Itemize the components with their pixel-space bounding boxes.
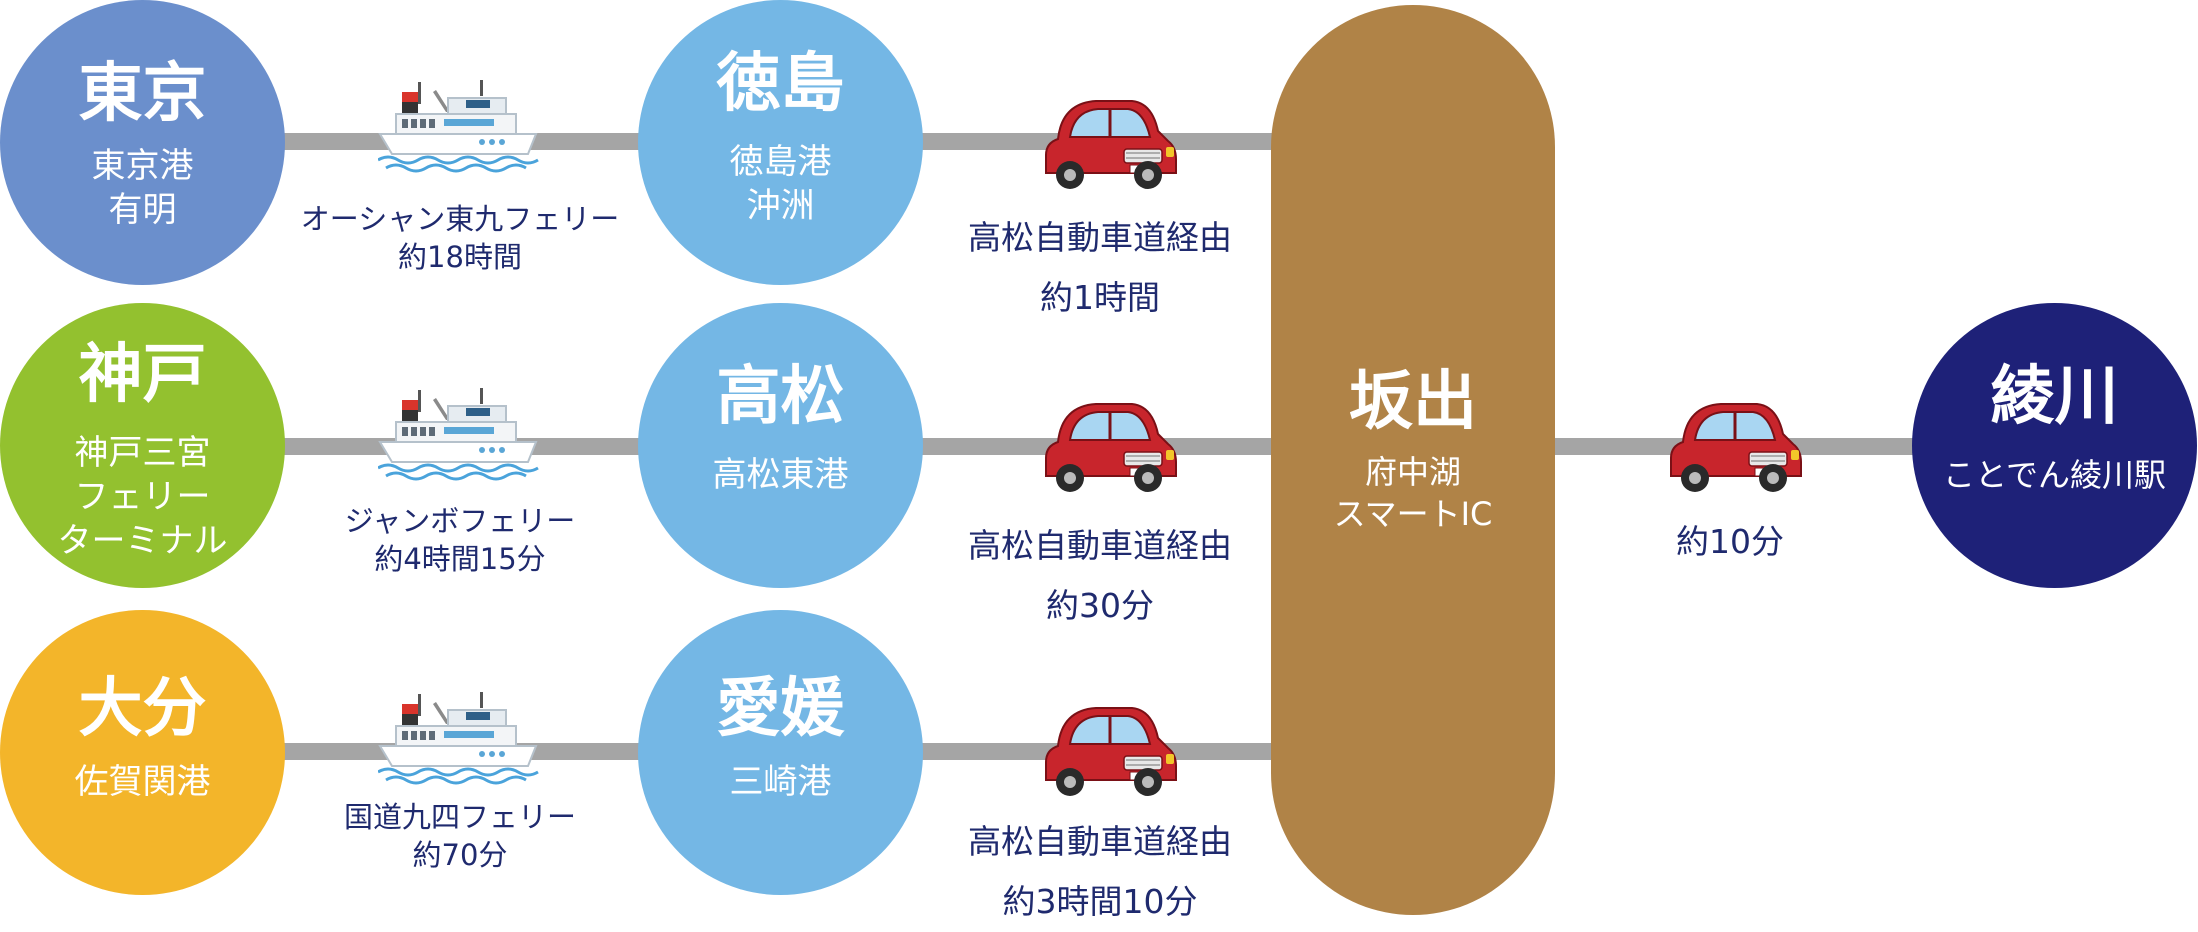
port-takamatsu: 高松 高松東港 [638,303,923,588]
origin-kobe-sub: 神戸三宮 フェリー ターミナル [57,433,228,561]
ferry-icon [378,80,539,173]
ayagawa-name: 綾川 [1990,360,2119,434]
sakaide-hub: 坂出 府中湖 スマートIC [1271,5,1555,915]
sakaide-sub: 府中湖 スマートIC [1333,453,1493,533]
origin-kobe: 神戸 神戸三宮 フェリー ターミナル [0,303,285,588]
final-route-label: 約10分 [1676,522,1784,561]
port-takamatsu-sub: 高松東港 [712,455,849,495]
port-takamatsu-name: 高松 [716,360,845,434]
port-tokushima-name: 徳島 [716,47,845,121]
sakaide-name: 坂出 [1349,365,1477,439]
origin-oita-sub: 佐賀関港 [74,762,211,802]
car-icon [1045,707,1177,796]
origin-tokyo-sub: 東京港 有明 [91,146,194,230]
origin-oita-name: 大分 [78,672,207,746]
destination-ayagawa: 綾川 ことでん綾川駅 [1912,303,2197,588]
ayagawa-sub: ことでん綾川駅 [1942,456,2167,494]
port-ehime-name: 愛媛 [716,672,845,746]
origin-oita: 大分 佐賀関港 [0,610,285,895]
car-icon [1670,403,1802,492]
ferry-route-label-kobe: ジャンボフェリー 約4時間15分 [344,504,576,576]
ferry-route-label-tokyo: オーシャン東九フェリー 約18時間 [300,202,620,274]
car-route-label-tokushima: 高松自動車道経由 約1時間 [968,218,1232,317]
port-ehime: 愛媛 三崎港 [638,610,923,895]
origin-kobe-name: 神戸 [78,338,207,412]
ferry-icon [378,692,539,785]
port-ehime-sub: 三崎港 [729,762,832,802]
origin-tokyo: 東京 東京港 有明 [0,0,285,285]
port-tokushima: 徳島 徳島港 沖洲 [638,0,923,285]
car-route-label-takamatsu: 高松自動車道経由 約30分 [968,526,1232,625]
car-icon [1045,100,1177,189]
ferry-route-label-oita: 国道九四フェリー 約70分 [343,800,576,872]
origin-tokyo-name: 東京 [78,57,207,131]
car-icon [1045,403,1177,492]
car-route-label-ehime: 高松自動車道経由 約3時間10分 [968,822,1232,921]
port-tokushima-sub: 徳島港 沖洲 [729,142,832,226]
ferry-icon [378,388,539,481]
